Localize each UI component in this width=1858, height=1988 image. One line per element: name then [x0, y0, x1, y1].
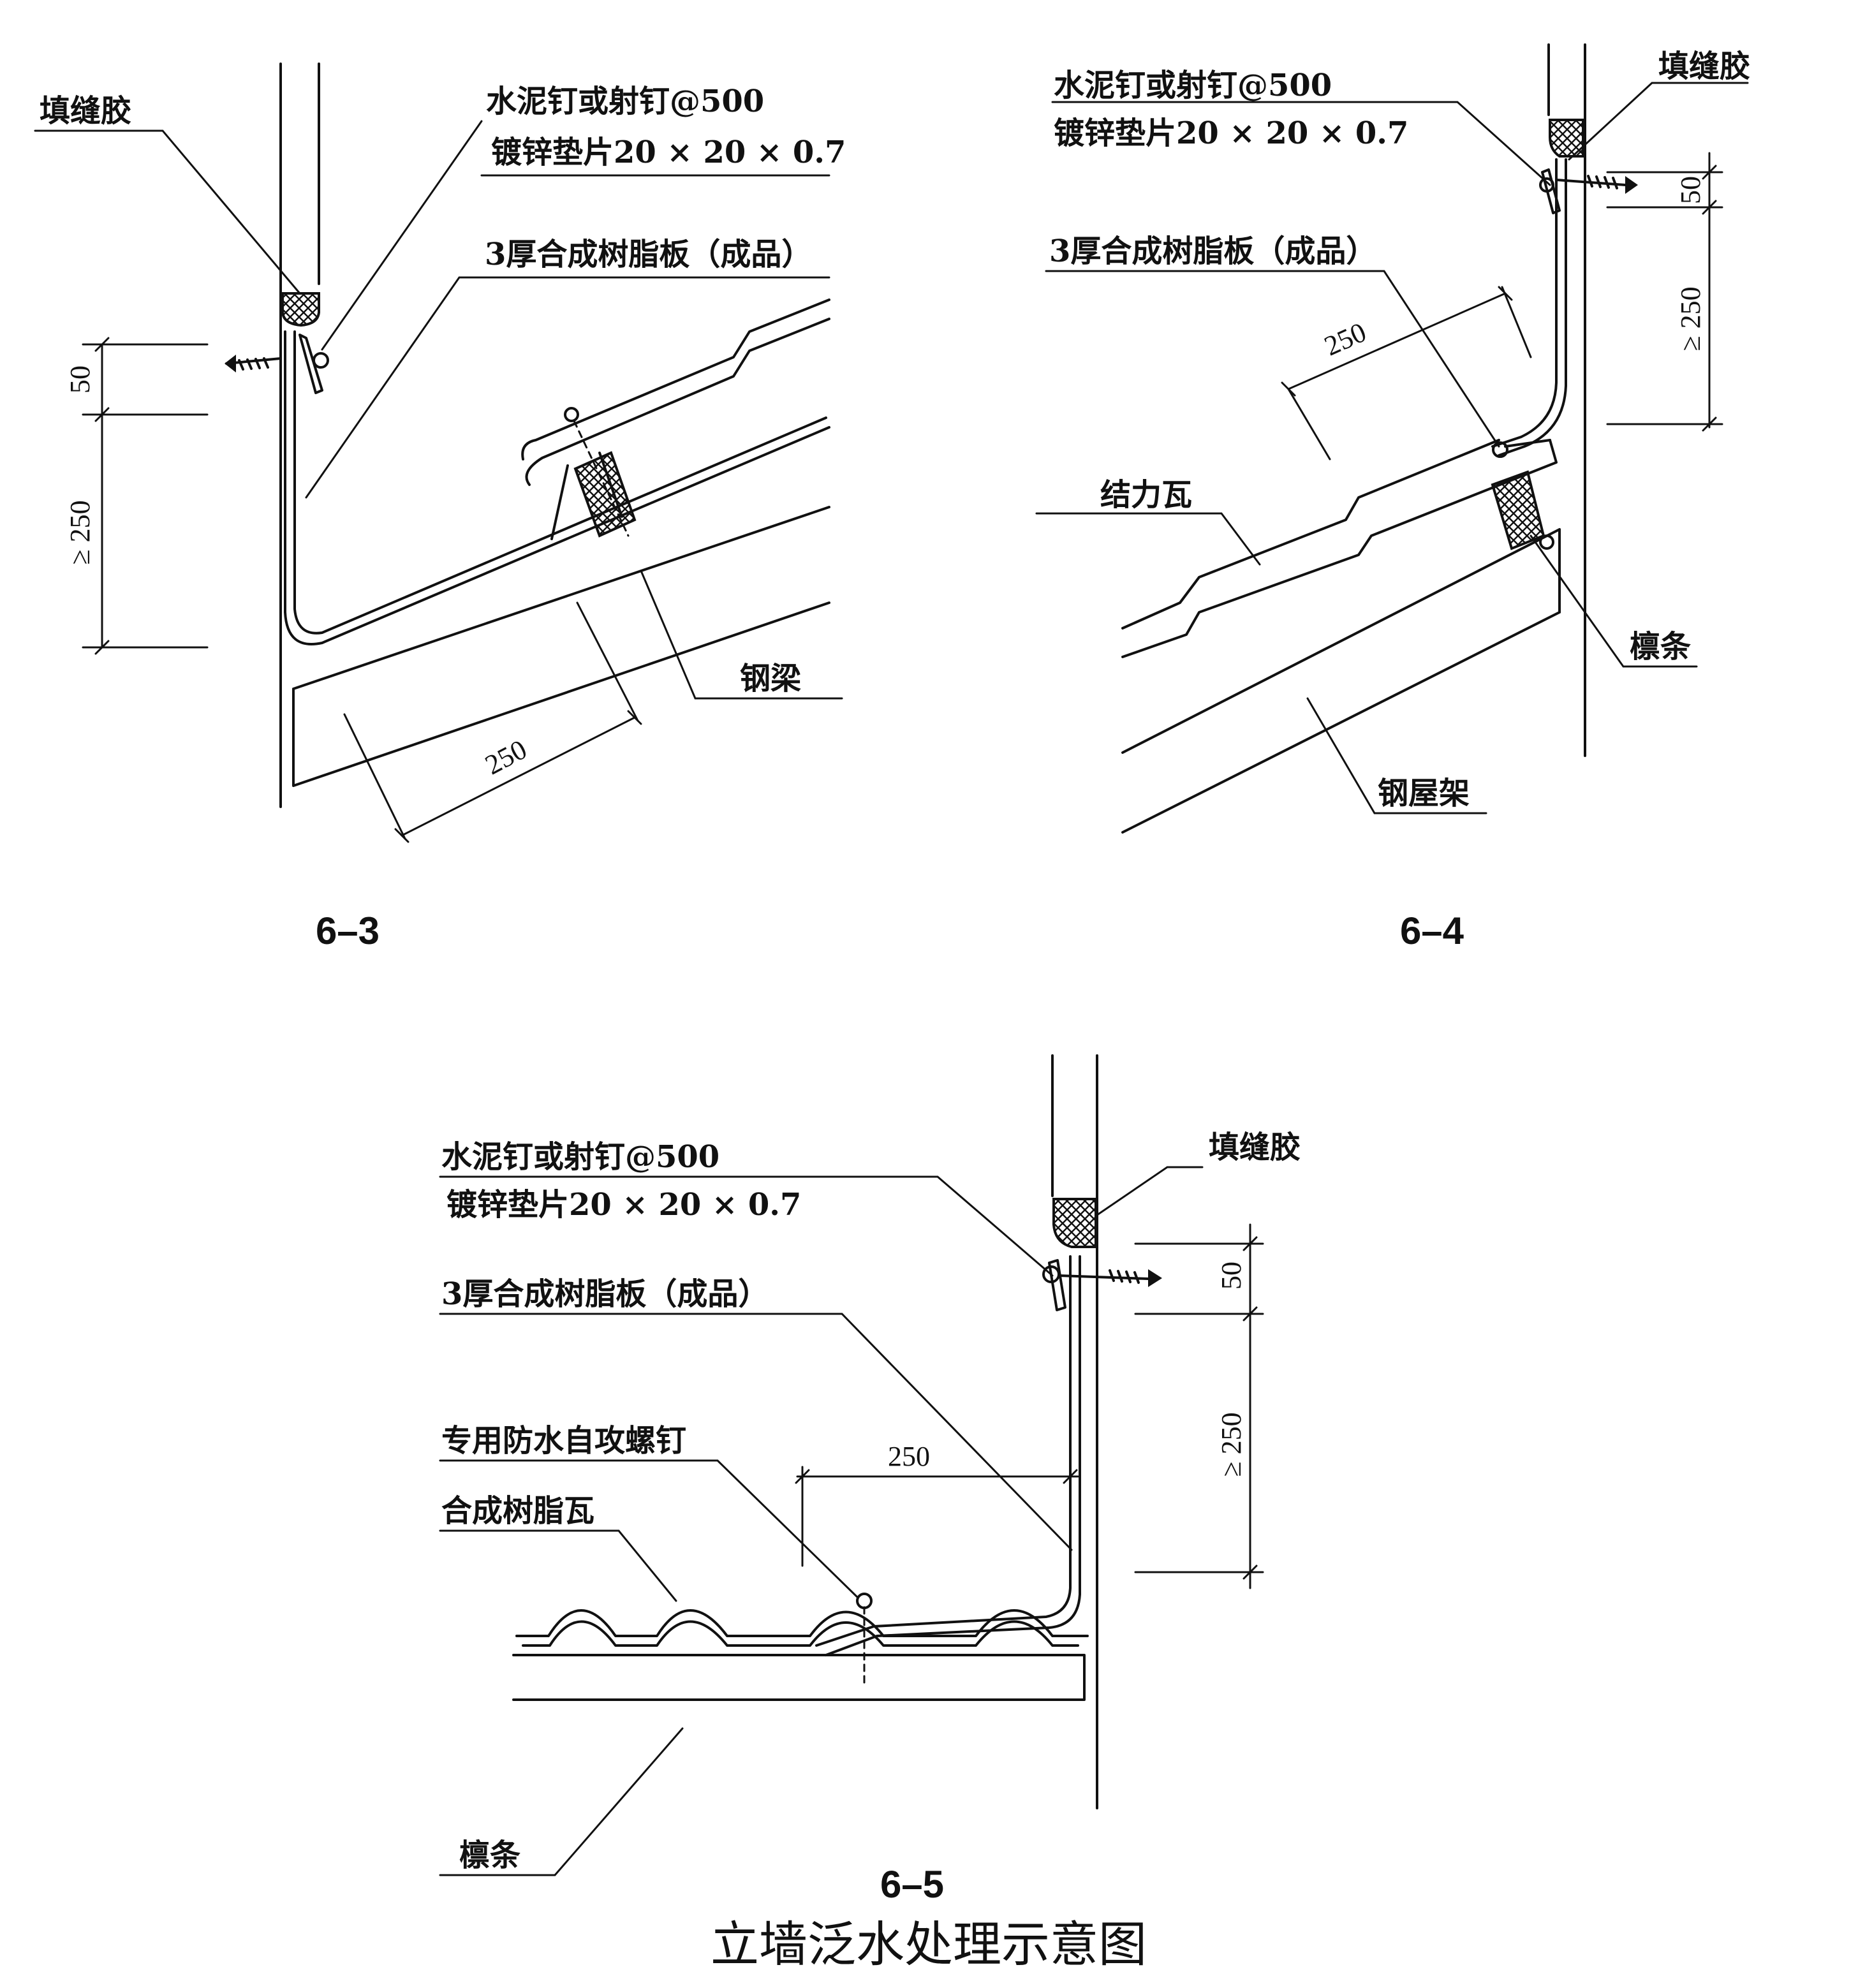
label-board: 3厚合成树脂板（成品）	[441, 1276, 769, 1312]
steel-beam	[292, 506, 830, 787]
dim-top: 50	[1675, 176, 1706, 204]
sealant	[281, 292, 320, 327]
slope-dimension	[343, 601, 642, 843]
dim-vertical: ≥ 250	[1675, 286, 1706, 351]
nail-head	[1539, 177, 1554, 193]
label-purlin: 檩条	[1630, 629, 1691, 665]
label-nail: 水泥钉或射钉@500	[1054, 68, 1332, 103]
callout-leaders	[1035, 82, 1749, 814]
tile-top-end	[1504, 439, 1551, 448]
washer	[299, 334, 323, 394]
figure-label: 6–5	[880, 1863, 944, 1906]
label-nail: 水泥钉或射钉@500	[486, 84, 764, 119]
label-tile: 结力瓦	[1100, 477, 1192, 513]
nail-icon	[1555, 175, 1638, 194]
sealant	[1052, 1198, 1097, 1248]
flashing-sheet-inner	[293, 330, 827, 635]
figure-label: 6–4	[1400, 909, 1464, 952]
fastener-dashed	[573, 420, 630, 537]
label-washer: 镀锌垫片20 × 20 × 0.7	[446, 1187, 801, 1223]
purlin-board	[512, 1654, 1086, 1701]
flashing-sheet	[815, 1255, 1072, 1647]
label-screw: 专用防水自攻螺钉	[441, 1423, 686, 1459]
flashing-sheet-inner	[825, 1255, 1081, 1656]
corrugated-tile-inner	[522, 1620, 1079, 1647]
nail-head	[1042, 1265, 1060, 1283]
label-washer: 镀锌垫片20 × 20 × 0.7	[491, 135, 846, 170]
slope-dimension	[1281, 286, 1532, 460]
label-truss: 钢屋架	[1378, 776, 1470, 811]
batten	[573, 451, 637, 538]
vertical-dimension	[1134, 1223, 1264, 1589]
flashing-sheet	[1491, 158, 1558, 448]
diagram-title: 立墙泛水处理示意图	[711, 1916, 1147, 1973]
label-sealant: 填缝胶	[1209, 1130, 1301, 1165]
dim-horizontal: 250	[888, 1441, 930, 1472]
figure-label: 6–3	[316, 909, 380, 952]
corrugated-tile	[515, 1609, 1089, 1637]
label-board: 3厚合成树脂板（成品）	[1049, 233, 1376, 269]
horizontal-dimension	[795, 1466, 1079, 1567]
label-purlin: 檩条	[459, 1837, 520, 1873]
screw-head	[856, 1593, 873, 1609]
washer	[1048, 1259, 1066, 1311]
washer	[1541, 168, 1561, 214]
fastener-head	[1492, 441, 1508, 458]
fastener-head	[564, 407, 579, 422]
label-sealant: 填缝胶	[1658, 48, 1750, 84]
sealant	[1549, 119, 1584, 158]
label-washer: 镀锌垫片20 × 20 × 0.7	[1054, 115, 1408, 151]
steel-truss	[1121, 528, 1561, 834]
dim-top: 50	[1216, 1262, 1247, 1290]
tile-profile-inner	[525, 318, 830, 486]
vertical-dimension	[82, 337, 209, 655]
dim-top: 50	[64, 365, 96, 394]
callout-leaders	[439, 1166, 1204, 1876]
flashing-sheet	[284, 330, 830, 645]
figure-6-4: 50 ≥ 250 250 填缝胶 水泥钉或射钉@500 镀锌垫片20 × 20 …	[1035, 43, 1750, 952]
dim-vertical: ≥ 250	[1216, 1412, 1247, 1476]
nail-head	[313, 352, 329, 369]
tile-profile	[1121, 439, 1500, 630]
figure-6-5: 50 ≥ 250 250 水泥钉或射钉@500 镀锌垫片20 × 20 × 0.…	[439, 1054, 1301, 1906]
flashing-sheet-inner	[1498, 158, 1567, 457]
vertical-dimension	[1606, 152, 1723, 432]
purlin	[1491, 470, 1545, 550]
label-nail: 水泥钉或射钉@500	[441, 1139, 719, 1175]
dim-vertical: ≥ 250	[64, 500, 96, 564]
nail-icon	[225, 355, 282, 372]
nail-icon	[1058, 1269, 1162, 1287]
label-beam: 钢梁	[740, 661, 801, 696]
label-board: 3厚合成树脂板（成品）	[485, 237, 812, 272]
label-sealant: 填缝胶	[40, 93, 131, 129]
tile-profile	[521, 298, 830, 460]
figure-6-3: 50 ≥ 250 250 填缝胶 水泥钉或射钉@500 镀锌垫片20 × 20 …	[34, 63, 846, 952]
tile-profile-inner	[1121, 439, 1558, 658]
label-tile: 合成树脂瓦	[441, 1493, 594, 1529]
callout-leaders	[34, 120, 843, 700]
